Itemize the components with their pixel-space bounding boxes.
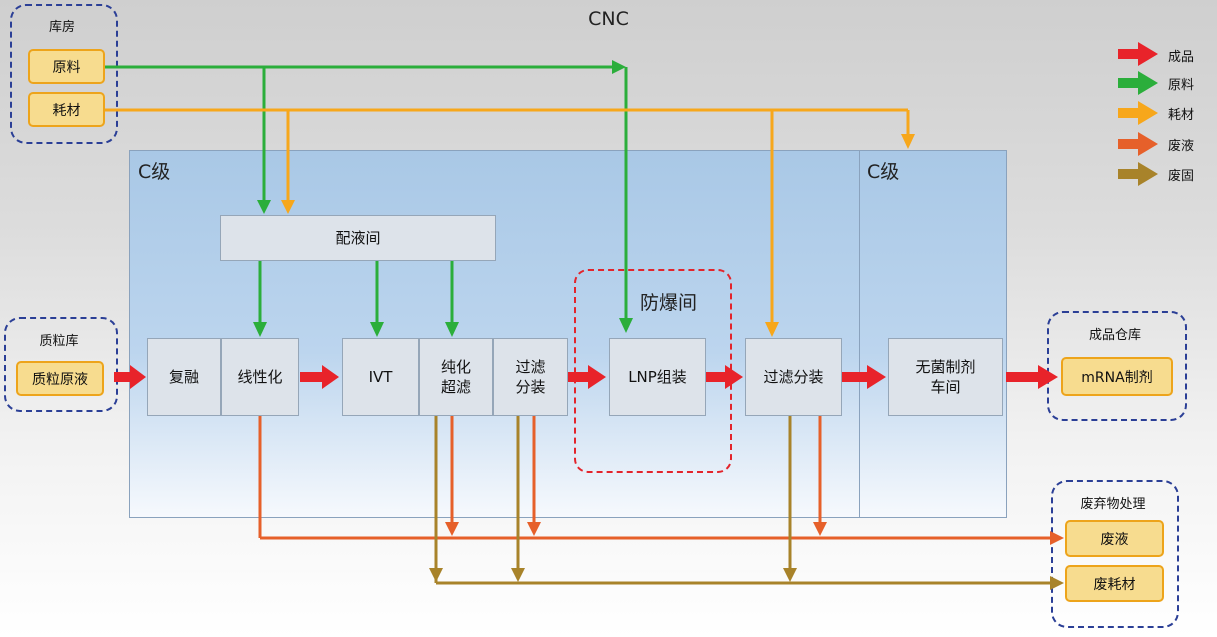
consumables-box: 耗材 (28, 92, 105, 127)
raw-material-box: 原料 (28, 49, 105, 84)
waste-consumables-box: 废耗材 (1065, 565, 1164, 602)
step-filtration-filling-1: 过滤 分装 (493, 338, 568, 416)
legend-label-waste-solid: 废固 (1168, 169, 1195, 184)
plasmid-library-label: 质粒库 (39, 334, 79, 349)
legend-arrow-waste-solid-icon (1118, 162, 1158, 186)
step-thawing: 复融 (147, 338, 221, 416)
warehouse-label: 库房 (48, 20, 75, 35)
finished-warehouse-label: 成品仓库 (1088, 328, 1141, 343)
legend-label-product: 成品 (1168, 50, 1195, 65)
step-lnp-assembly: LNP组装 (609, 338, 706, 416)
c-grade-zone-left (129, 150, 861, 518)
legend-arrow-consumables-icon (1118, 101, 1158, 125)
legend-label-raw-material: 原料 (1168, 78, 1195, 93)
waste-liquid-arrowheads (445, 522, 1064, 545)
step-purification-ultrafiltration: 纯化 超滤 (419, 338, 493, 416)
step-filtration-filling-2: 过滤分装 (745, 338, 842, 416)
explosion-proof-label: 防爆间 (640, 292, 698, 314)
zone-label-left: C级 (138, 161, 171, 183)
waste-liquid-box: 废液 (1065, 520, 1164, 557)
step-ivt: IVT (342, 338, 419, 416)
step-sterile-workshop: 无菌制剂 车间 (888, 338, 1003, 416)
legend-arrow-waste-liquid-icon (1118, 132, 1158, 156)
waste-disposal-label: 废弃物处理 (1080, 497, 1146, 512)
mrna-product-box: mRNA制剂 (1061, 357, 1173, 396)
diagram-title: CNC (588, 8, 629, 30)
legend-arrow-icons (1118, 42, 1158, 186)
zone-label-right: C级 (867, 161, 900, 183)
legend-arrow-product-icon (1118, 42, 1158, 66)
c-grade-zone-right (859, 150, 1007, 518)
waste-disposal-group (1051, 480, 1179, 628)
legend-label-waste-liquid: 废液 (1168, 139, 1195, 154)
legend-arrow-raw-material-icon (1118, 71, 1158, 95)
plasmid-library-group (4, 317, 118, 412)
plasmid-stock-box: 质粒原液 (16, 361, 104, 396)
waste-solid-arrowheads (429, 568, 1064, 590)
step-linearization: 线性化 (221, 338, 299, 416)
legend-label-consumables: 耗材 (1168, 108, 1195, 123)
warehouse-group (10, 4, 118, 144)
prep-room-box: 配液间 (220, 215, 496, 261)
